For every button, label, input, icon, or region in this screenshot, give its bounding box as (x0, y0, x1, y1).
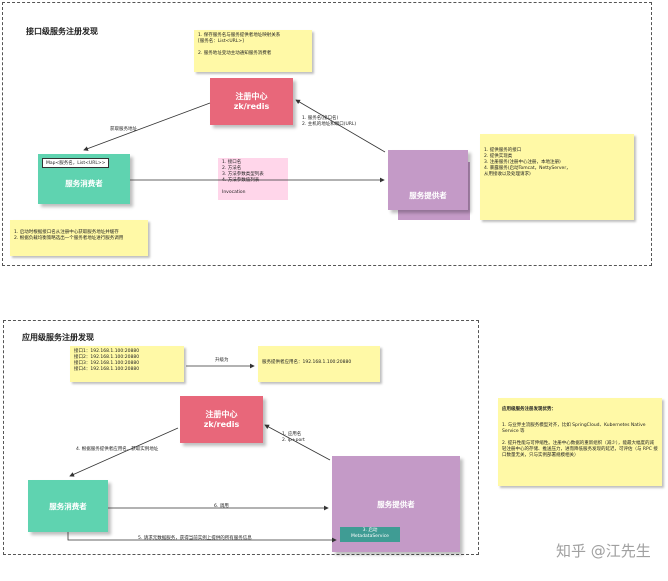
bottom-registry-center: 注册中心 zk/redis (180, 396, 263, 443)
side-note-title: 应用级服务注册发现优势： (502, 407, 556, 412)
side-advantages-note: 应用级服务注册发现优势： 1. 与业界主流服务模型对齐，比如 SpringClo… (498, 398, 662, 486)
top-consumer-map: Map<服务名，List<URL>> (42, 158, 110, 168)
bottom-label-call: 6. 调用 (214, 504, 229, 509)
bottom-label-fetch: 4. 根据服务提供者应用名，获取实例地址 (76, 447, 159, 452)
side-note-body: 1. 与业界主流服务模型对齐，比如 SpringCloud、Kubernetes… (502, 423, 658, 458)
watermark: 知乎 @江先生 (556, 542, 651, 560)
bottom-title: 应用级服务注册发现 (22, 333, 94, 342)
bottom-arrow-metadata (67, 532, 337, 543)
top-arrow-provider-to-registry (295, 99, 386, 153)
bottom-upgrade-label: 升级为 (215, 358, 229, 363)
top-registry-center: 注册中心 zk/redis (210, 78, 293, 125)
bottom-label-register: 1. 应用名 2. ip+port (282, 432, 305, 443)
top-label-get-address: 获取服务地址 (110, 127, 137, 132)
top-arrow-registry-to-consumer (83, 102, 211, 151)
bottom-consumer-label: 服务消费者 (49, 501, 87, 511)
top-label-register: 1. 服务名(接口名) 2. 主机的地址和端口(URL) (302, 116, 357, 127)
top-invocation-box: 1. 接口名 2. 方法名 3. 方法参数类型列表 4. 方法参数值列表 Inv… (218, 158, 288, 200)
top-consumer-label: 服务消费者 (65, 178, 103, 188)
top-provider-label: 服务提供者 (409, 190, 447, 200)
top-provider: 服务提供者 (388, 150, 468, 210)
top-provider-note: 1. 提供服务的接口 2. 提供实现类 3. 注册服务(注册中心注册，本地注册)… (480, 134, 634, 220)
bottom-arrow-registry-to-consumer (69, 427, 179, 477)
bottom-metadata-service: 3. 启动 MetadataService (340, 527, 400, 542)
bottom-provider-label: 服务提供者 (377, 499, 415, 509)
bottom-ports-note: 接口1：192.168.1.100:20880 接口2：192.168.1.10… (70, 346, 184, 382)
top-frame (2, 2, 652, 266)
top-registry-note: 1. 保存服务名与服务提供者地址映射关系 [服务名：List<URL>] 2. … (194, 30, 312, 72)
bottom-consumer: 服务消费者 (28, 480, 108, 532)
bottom-label-meta: 5. 请求元数据服务，获得当前实例上提供的所有服务信息 (138, 536, 252, 541)
top-consumer-note: 1. 启动时根据接口名从注册中心获取服务地址并缓存 2. 根据负载均衡策略选出一… (10, 220, 148, 256)
bottom-frame (3, 320, 479, 555)
top-title: 接口级服务注册发现 (26, 27, 98, 36)
bottom-arrow-provider-to-registry (264, 424, 331, 461)
bottom-app-note: 服务提供者应用名：192.168.1.100:20880 (258, 346, 380, 382)
